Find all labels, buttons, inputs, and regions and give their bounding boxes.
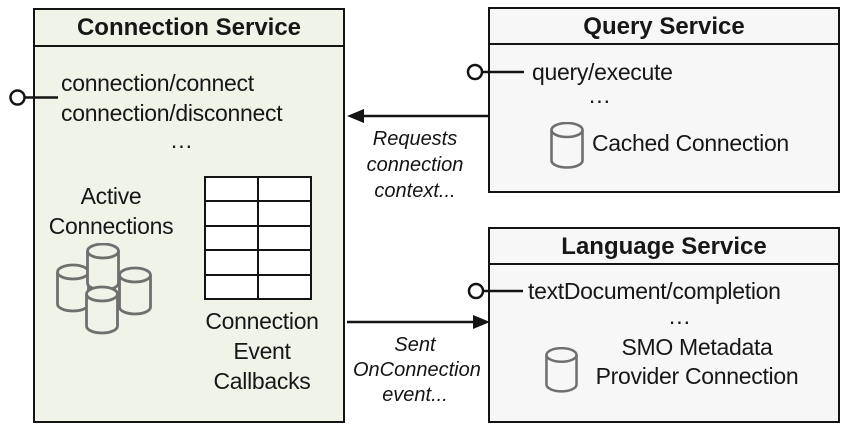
method-connection-disconnect: connection/disconnect	[61, 100, 283, 126]
sent-arrow-label: Sent OnConnection event...	[353, 334, 481, 406]
method-query-execute: query/execute	[532, 59, 673, 85]
requests-connection-arrow	[347, 109, 489, 123]
connection-service-title: Connection Service	[35, 10, 343, 47]
language-methods-ellipsis: ...	[668, 303, 692, 329]
database-cylinder-icon	[545, 347, 578, 393]
query-methods-ellipsis: ...	[588, 82, 612, 108]
language-service-title: Language Service	[490, 229, 838, 265]
requests-arrow-label: Requests connection context...	[366, 128, 464, 202]
table-cell	[259, 275, 310, 298]
table-cell	[259, 226, 310, 250]
query-service-title: Query Service	[490, 9, 838, 45]
database-cylinder-icon	[550, 122, 584, 169]
table-cell	[206, 251, 257, 274]
connection-service-methods: connection/connect connection/disconnect	[61, 68, 283, 128]
active-connections-label: Active Connections	[48, 183, 174, 239]
connection-event-callbacks-label: Connection Event Callbacks	[205, 308, 319, 394]
table-cell	[206, 178, 257, 201]
sent-onconnection-arrow	[347, 315, 490, 329]
language-service-box: Language Service textDocument/completion…	[488, 227, 840, 423]
method-textdocument-completion: textDocument/completion	[528, 278, 781, 304]
table-cell	[259, 202, 310, 225]
connection-event-table-icon	[204, 176, 312, 300]
connection-service-box: Connection Service connection/connect co…	[33, 8, 345, 423]
table-cell	[206, 275, 257, 298]
table-cell	[206, 226, 257, 250]
table-cell	[259, 178, 310, 201]
database-cluster-icon	[56, 243, 152, 335]
cached-connection-label: Cached Connection	[592, 130, 789, 156]
connection-methods-ellipsis: ...	[170, 127, 194, 153]
smo-metadata-provider-label: SMO Metadata Provider Connection	[595, 334, 799, 389]
table-cell	[259, 251, 310, 274]
query-service-box: Query Service query/execute ... Cached C…	[488, 7, 840, 193]
method-connection-connect: connection/connect	[61, 70, 254, 96]
table-cell	[206, 202, 257, 225]
